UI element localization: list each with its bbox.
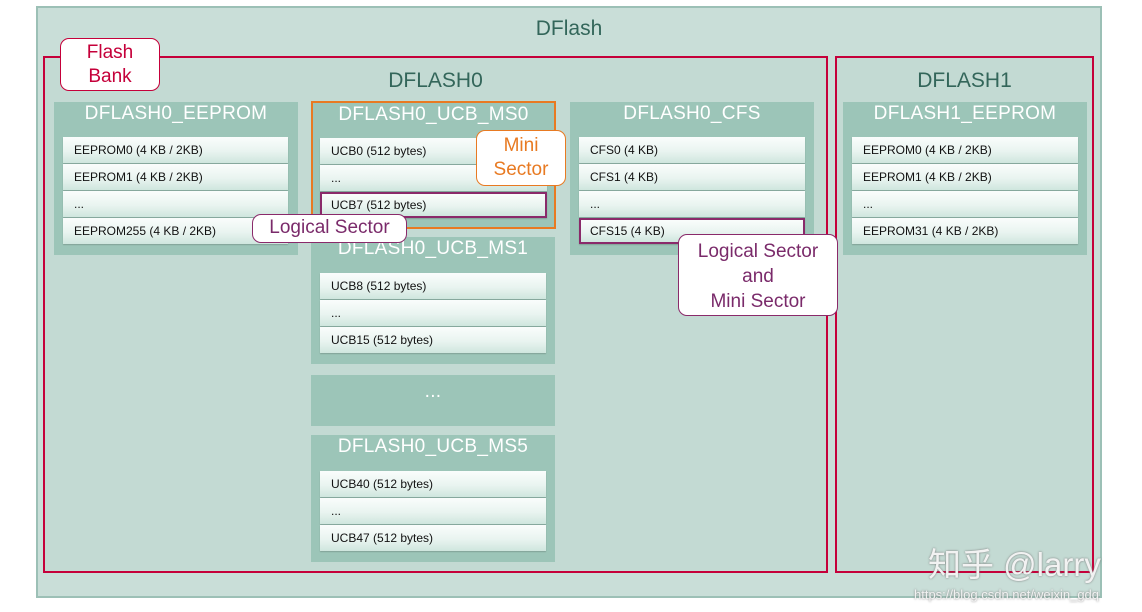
group-title: DFLASH0_EEPROM [84, 103, 268, 124]
callout-line: Flash [86, 42, 134, 63]
logical-and-mini-sector-callout: Logical Sector and Mini Sector [678, 234, 838, 316]
watermark-text: 知乎 @larry [928, 546, 1101, 583]
group-title: ... [424, 381, 442, 402]
list-item: EEPROM1 (4 KB / 2KB) [63, 164, 288, 190]
watermark-url: https://blog.csdn.net/weixin_gdq [914, 587, 1100, 602]
group-title: DFLASH0_UCB_MS1 [337, 238, 529, 259]
mini-sector-callout: Mini Sector [476, 130, 566, 186]
list-item-logical-sector: UCB7 (512 bytes) [320, 192, 547, 218]
list-item: ... [579, 191, 805, 217]
list-item: UCB8 (512 bytes) [320, 273, 546, 299]
flash-bank-callout: Flash Bank [60, 38, 160, 91]
list-item: UCB47 (512 bytes) [320, 525, 546, 551]
callout-line: Sector [493, 159, 549, 180]
list-item: UCB40 (512 bytes) [320, 471, 546, 497]
dflash0-ucb-ms1-group: DFLASH0_UCB_MS1 UCB8 (512 bytes) ... UCB… [311, 237, 555, 364]
group-title: DFLASH0_UCB_MS0 [338, 104, 529, 125]
callout-line: and [742, 266, 774, 287]
group-title: DFLASH0_CFS [623, 103, 761, 124]
dflash0-cfs-group: DFLASH0_CFS CFS0 (4 KB) CFS1 (4 KB) ... … [570, 102, 814, 255]
dflash0-ucb-ellipsis-group: ... [311, 375, 555, 426]
callout-line: Mini Sector [710, 291, 806, 312]
dflash-title: DFlash [535, 17, 603, 40]
list-item: EEPROM1 (4 KB / 2KB) [852, 164, 1078, 190]
dflash1-eeprom-group: DFLASH1_EEPROM EEPROM0 (4 KB / 2KB) EEPR… [843, 102, 1087, 255]
group-title: DFLASH1_EEPROM [873, 103, 1057, 124]
list-item: EEPROM0 (4 KB / 2KB) [852, 137, 1078, 163]
list-item: EEPROM0 (4 KB / 2KB) [63, 137, 288, 163]
callout-line: Logical Sector [697, 241, 819, 262]
list-item: ... [63, 191, 288, 217]
callout-line: Bank [88, 66, 132, 87]
group-title: DFLASH0_UCB_MS5 [337, 436, 529, 457]
dflash0-title: DFLASH0 [388, 69, 483, 92]
logical-sector-callout: Logical Sector [252, 214, 407, 243]
list-item: ... [852, 191, 1078, 217]
list-item: EEPROM31 (4 KB / 2KB) [852, 218, 1078, 244]
dflash0-ucb-ms5-group: DFLASH0_UCB_MS5 UCB40 (512 bytes) ... UC… [311, 435, 555, 562]
dflash0-eeprom-group: DFLASH0_EEPROM EEPROM0 (4 KB / 2KB) EEPR… [54, 102, 298, 255]
list-item: ... [320, 498, 546, 524]
list-item: EEPROM255 (4 KB / 2KB) [63, 218, 288, 244]
dflash1-title: DFLASH1 [917, 69, 1012, 92]
list-item: UCB15 (512 bytes) [320, 327, 546, 353]
list-item: ... [320, 300, 546, 326]
list-item: CFS0 (4 KB) [579, 137, 805, 163]
callout-line: Mini [503, 135, 539, 156]
list-item: CFS1 (4 KB) [579, 164, 805, 190]
